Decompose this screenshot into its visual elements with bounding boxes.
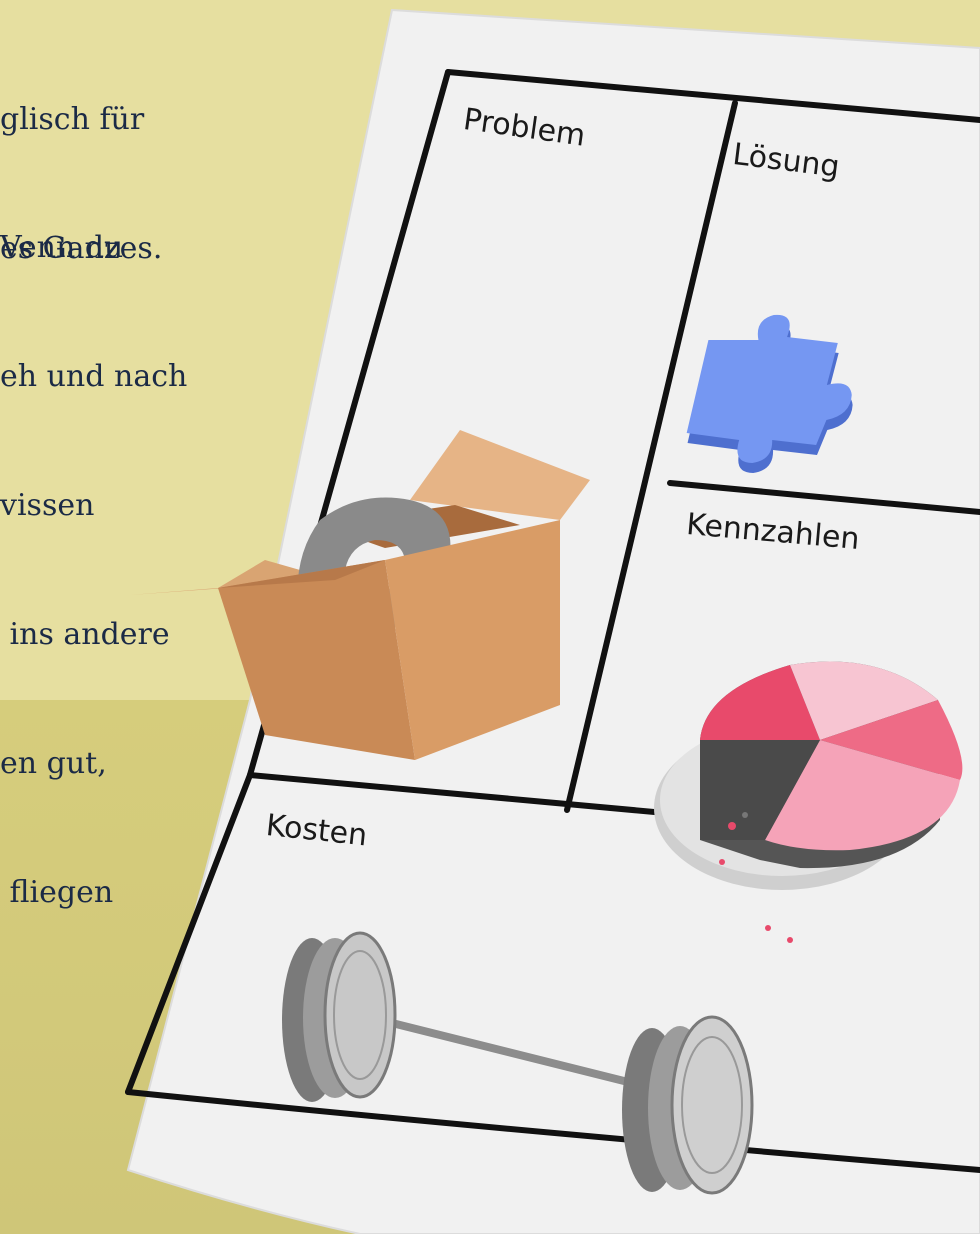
canvas-sheet <box>0 0 980 1234</box>
